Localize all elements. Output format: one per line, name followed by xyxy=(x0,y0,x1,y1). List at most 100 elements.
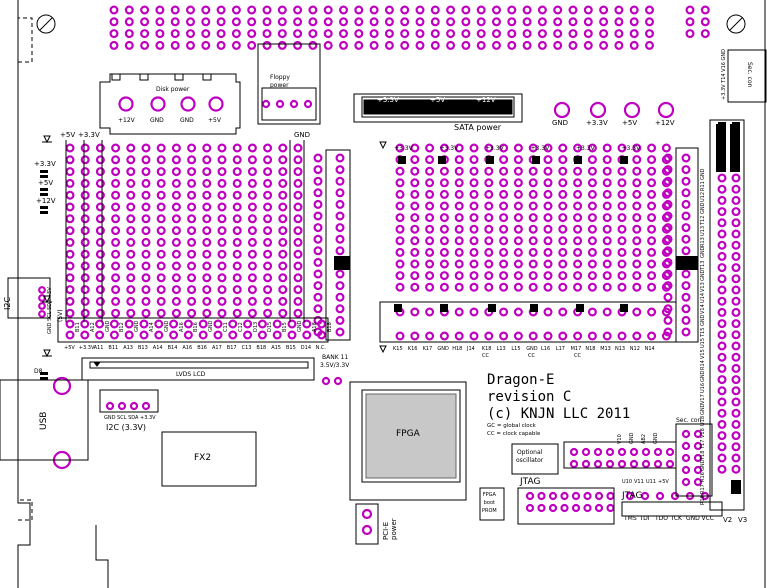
sata-power-title: SATA power xyxy=(454,123,502,132)
left-bottom-pin-label-top: A14 xyxy=(149,322,155,332)
pad xyxy=(647,247,657,257)
bank-jumper xyxy=(334,256,698,270)
pad xyxy=(156,237,166,247)
pad xyxy=(395,201,405,211)
pad xyxy=(293,226,303,236)
pad xyxy=(484,201,494,211)
pad xyxy=(217,143,227,153)
pad xyxy=(272,319,282,329)
pad xyxy=(187,190,197,200)
lvds-connector xyxy=(81,357,315,381)
right-edge-label: V17 xyxy=(700,394,706,404)
pad xyxy=(361,508,373,520)
pad xyxy=(693,477,703,487)
pad xyxy=(513,236,523,246)
pad xyxy=(263,202,273,212)
pad xyxy=(111,273,121,283)
pad xyxy=(681,429,691,439)
pad xyxy=(425,155,435,165)
pad xyxy=(155,17,165,27)
pad xyxy=(52,376,72,396)
pad xyxy=(583,40,593,50)
left-bottom-pin-label: A15 xyxy=(271,345,281,351)
pad xyxy=(141,308,151,318)
pad xyxy=(111,202,121,212)
pad xyxy=(80,202,90,212)
pad xyxy=(232,261,242,271)
pad xyxy=(632,213,642,223)
pad xyxy=(499,213,509,223)
pad xyxy=(126,167,136,177)
pad xyxy=(644,5,654,15)
square-pad xyxy=(574,156,582,164)
pad xyxy=(717,251,727,261)
pad xyxy=(384,40,394,50)
pad xyxy=(278,190,288,200)
pad xyxy=(693,453,703,463)
disk-power-pin-2: GND xyxy=(150,117,164,124)
pad xyxy=(629,447,639,457)
disk-power-pin-3: GND xyxy=(180,117,194,124)
pad xyxy=(105,401,115,411)
left-bottom-pin-label-top: GND xyxy=(297,320,303,332)
pad xyxy=(156,143,166,153)
pad xyxy=(717,341,727,351)
pad xyxy=(313,211,323,221)
left-bottom-pin-label: D14 xyxy=(300,345,312,351)
pad xyxy=(118,96,134,112)
pad xyxy=(587,143,597,153)
pad xyxy=(528,143,538,153)
pad xyxy=(425,224,435,234)
pad xyxy=(111,143,121,153)
pad xyxy=(617,143,627,153)
sata-power-connector xyxy=(353,93,523,123)
square-pad xyxy=(530,304,538,312)
pad xyxy=(661,213,671,223)
pad xyxy=(202,237,212,247)
pad xyxy=(543,189,553,199)
pad xyxy=(731,285,741,295)
pad xyxy=(717,319,727,329)
pad xyxy=(665,459,675,469)
pad xyxy=(731,330,741,340)
pad xyxy=(202,261,212,271)
pad xyxy=(663,223,673,233)
pad xyxy=(156,296,166,306)
board-outline xyxy=(17,0,766,588)
pad xyxy=(395,236,405,246)
pad xyxy=(155,5,165,15)
pad xyxy=(543,247,553,257)
pad xyxy=(277,5,287,15)
pad xyxy=(717,218,727,228)
right-bottom-pin-label: N13 xyxy=(615,346,626,352)
pad xyxy=(602,201,612,211)
pad xyxy=(308,5,318,15)
sata-pin-1: +3.3V xyxy=(377,96,399,104)
pad xyxy=(681,292,691,302)
pad xyxy=(528,189,538,199)
pad xyxy=(293,261,303,271)
pad xyxy=(275,99,285,109)
pad xyxy=(247,202,257,212)
pad xyxy=(126,261,136,271)
pad xyxy=(731,397,741,407)
pad xyxy=(632,271,642,281)
pad xyxy=(469,143,479,153)
right-edge-label: U12 xyxy=(700,192,706,203)
pad xyxy=(202,226,212,236)
pad xyxy=(617,236,627,246)
pad xyxy=(717,363,727,373)
pad xyxy=(602,247,612,257)
pad xyxy=(681,327,691,337)
pad xyxy=(632,282,642,292)
pad xyxy=(507,40,517,50)
pad xyxy=(65,178,75,188)
pad xyxy=(629,29,639,39)
oscillator-outline xyxy=(511,443,559,475)
pad xyxy=(484,236,494,246)
pad xyxy=(126,178,136,188)
pad xyxy=(685,17,695,27)
pad xyxy=(410,143,420,153)
pad xyxy=(171,143,181,153)
right-edge-label: V18 xyxy=(700,427,706,438)
